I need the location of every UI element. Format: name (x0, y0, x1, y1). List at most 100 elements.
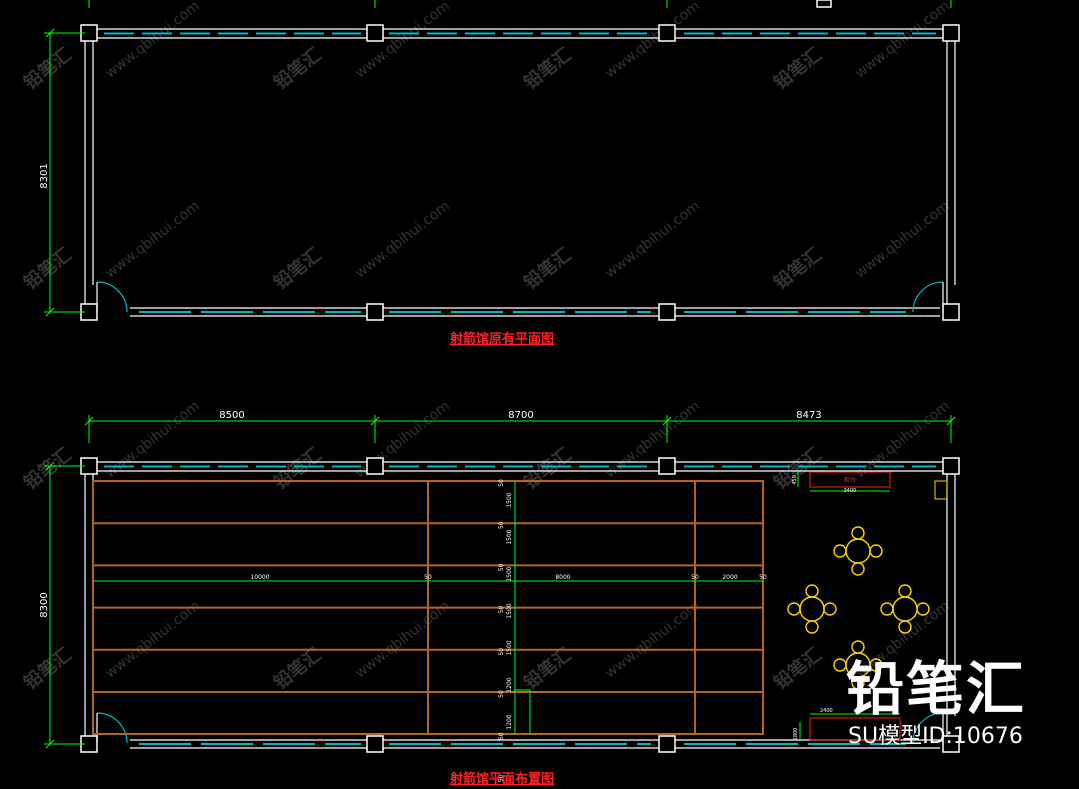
chair (916, 602, 930, 616)
window-strips (104, 32, 936, 313)
watermark-brand: 铅笔汇 (520, 43, 576, 94)
watermark-url: www.qbihui.com (352, 198, 453, 282)
fixture-depth-label: 1800 (793, 728, 799, 741)
watermark-url: www.qbihui.com (102, 0, 203, 82)
watermark-tile: 铅笔汇 www.qbihui.com (270, 198, 453, 294)
watermark-url: www.qbihui.com (602, 198, 703, 282)
watermark-brand: 铅笔汇 (270, 43, 326, 94)
exterior-walls (84, 28, 956, 317)
entrance-doors (96, 281, 944, 313)
lane-width-label: 1200 (506, 677, 513, 692)
watermark-brand: 铅笔汇 (520, 443, 576, 494)
chair (805, 584, 819, 598)
structural-columns (80, 0, 960, 321)
drawing-title-existing: 射箭馆原有平面图 (449, 331, 554, 347)
lane-gap-label: 50 (498, 648, 505, 656)
watermark-url: www.qbihui.com (852, 0, 953, 82)
watermark-tile: 铅笔汇 www.qbihui.com (270, 598, 453, 694)
chair (898, 620, 912, 634)
lane-gap-label: 50 (498, 690, 505, 698)
chair (880, 602, 894, 616)
counter-label: 柜台 (844, 476, 856, 484)
chair (851, 526, 865, 540)
dimension-width-3: 8473 (796, 410, 821, 421)
watermark-url: www.qbihui.com (852, 198, 953, 282)
watermark-url: www.qbihui.com (102, 198, 203, 282)
chair (805, 620, 819, 634)
dimension-line-height (44, 0, 952, 317)
watermark-url: www.qbihui.com (602, 398, 703, 482)
dimension-height-label: 8301 (39, 163, 50, 188)
watermark-layer: 铅笔汇 www.qbihui.com 铅笔汇 www.qbihui.com 铅笔汇 www… (20, 0, 953, 694)
chair (869, 658, 883, 672)
chair (851, 562, 865, 576)
watermark-tile: 铅笔汇 www.qbihui.com (520, 398, 703, 494)
lane-width-label: 1500 (506, 566, 513, 581)
chair (823, 602, 837, 616)
lane-width-label: 1500 (506, 640, 513, 655)
span-dimension-label: 10000 (250, 574, 269, 581)
chair (833, 658, 847, 672)
chair (851, 676, 865, 690)
lane-width-label: 1500 (506, 603, 513, 618)
round-table (892, 596, 918, 622)
watermark-brand: 铅笔汇 (20, 43, 76, 94)
dimension-width-2: 8700 (508, 410, 533, 421)
span-dimension-label: 2000 (722, 574, 737, 581)
lane-gap-label: 50 (498, 732, 505, 740)
round-table (845, 538, 871, 564)
layout-floor-plan: 8500 8700 8473 (39, 410, 960, 787)
watermark-brand: 铅笔汇 (270, 643, 326, 694)
span-dimension-label: 50 (424, 574, 432, 581)
watermark-url: www.qbihui.com (352, 598, 453, 682)
dimension-chain-top (84, 415, 956, 443)
brand-logo-text: 铅笔汇 (846, 655, 1027, 723)
dimension-width-1: 8500 (219, 410, 244, 421)
lane-gap-label: 50 (498, 774, 505, 782)
lane-gap-label: 50 (498, 521, 505, 529)
dimension-line-height-2 (44, 461, 85, 749)
watermark-tile: 铅笔汇 www.qbihui.com (20, 0, 203, 94)
chair (787, 602, 801, 616)
lane-gap-label: 50 (498, 479, 505, 487)
lane-width-label: 1200 (506, 714, 513, 729)
reception-counter: 柜台 3400 450 (792, 471, 948, 500)
watermark-url: www.qbihui.com (102, 598, 203, 682)
watermark-tile: 铅笔汇 www.qbihui.com (770, 0, 953, 94)
span-dimension-label: 8000 (555, 574, 570, 581)
chair (833, 544, 847, 558)
dimension-height-label-2: 8300 (39, 592, 50, 617)
watermark-brand: 铅笔汇 (270, 243, 326, 294)
structural-columns-2 (80, 457, 960, 753)
existing-floor-plan: 8301 射箭馆原有平面图 (39, 0, 960, 347)
lane-dimension-lines (93, 481, 763, 734)
watermark-tile: 铅笔汇 www.qbihui.com (520, 0, 703, 94)
lounge-table-sets (787, 526, 930, 690)
round-table (799, 596, 825, 622)
watermark-brand: 铅笔汇 (20, 243, 76, 294)
span-dimension-label: 50 (759, 574, 767, 581)
watermark-url: www.qbihui.com (102, 398, 203, 482)
counter-depth-label: 450 (792, 475, 798, 485)
watermark-brand: 铅笔汇 (770, 43, 826, 94)
drawing-title-layout: 射箭馆平面布置图 (449, 771, 554, 787)
exterior-walls-2 (84, 461, 956, 749)
lane-dimension-labels: 1500150015001500150012001200505050505050… (250, 479, 767, 782)
counter-width-label: 3400 (844, 488, 857, 494)
window-strips-2 (104, 465, 936, 745)
watermark-brand: 铅笔汇 (270, 443, 326, 494)
watermark-url: www.qbihui.com (602, 598, 703, 682)
lane-width-label: 1500 (506, 529, 513, 544)
entrance-doors-2 (96, 712, 944, 744)
watermark-brand: 铅笔汇 (770, 643, 826, 694)
watermark-url: www.qbihui.com (602, 0, 703, 82)
lane-width-label: 1500 (506, 492, 513, 507)
